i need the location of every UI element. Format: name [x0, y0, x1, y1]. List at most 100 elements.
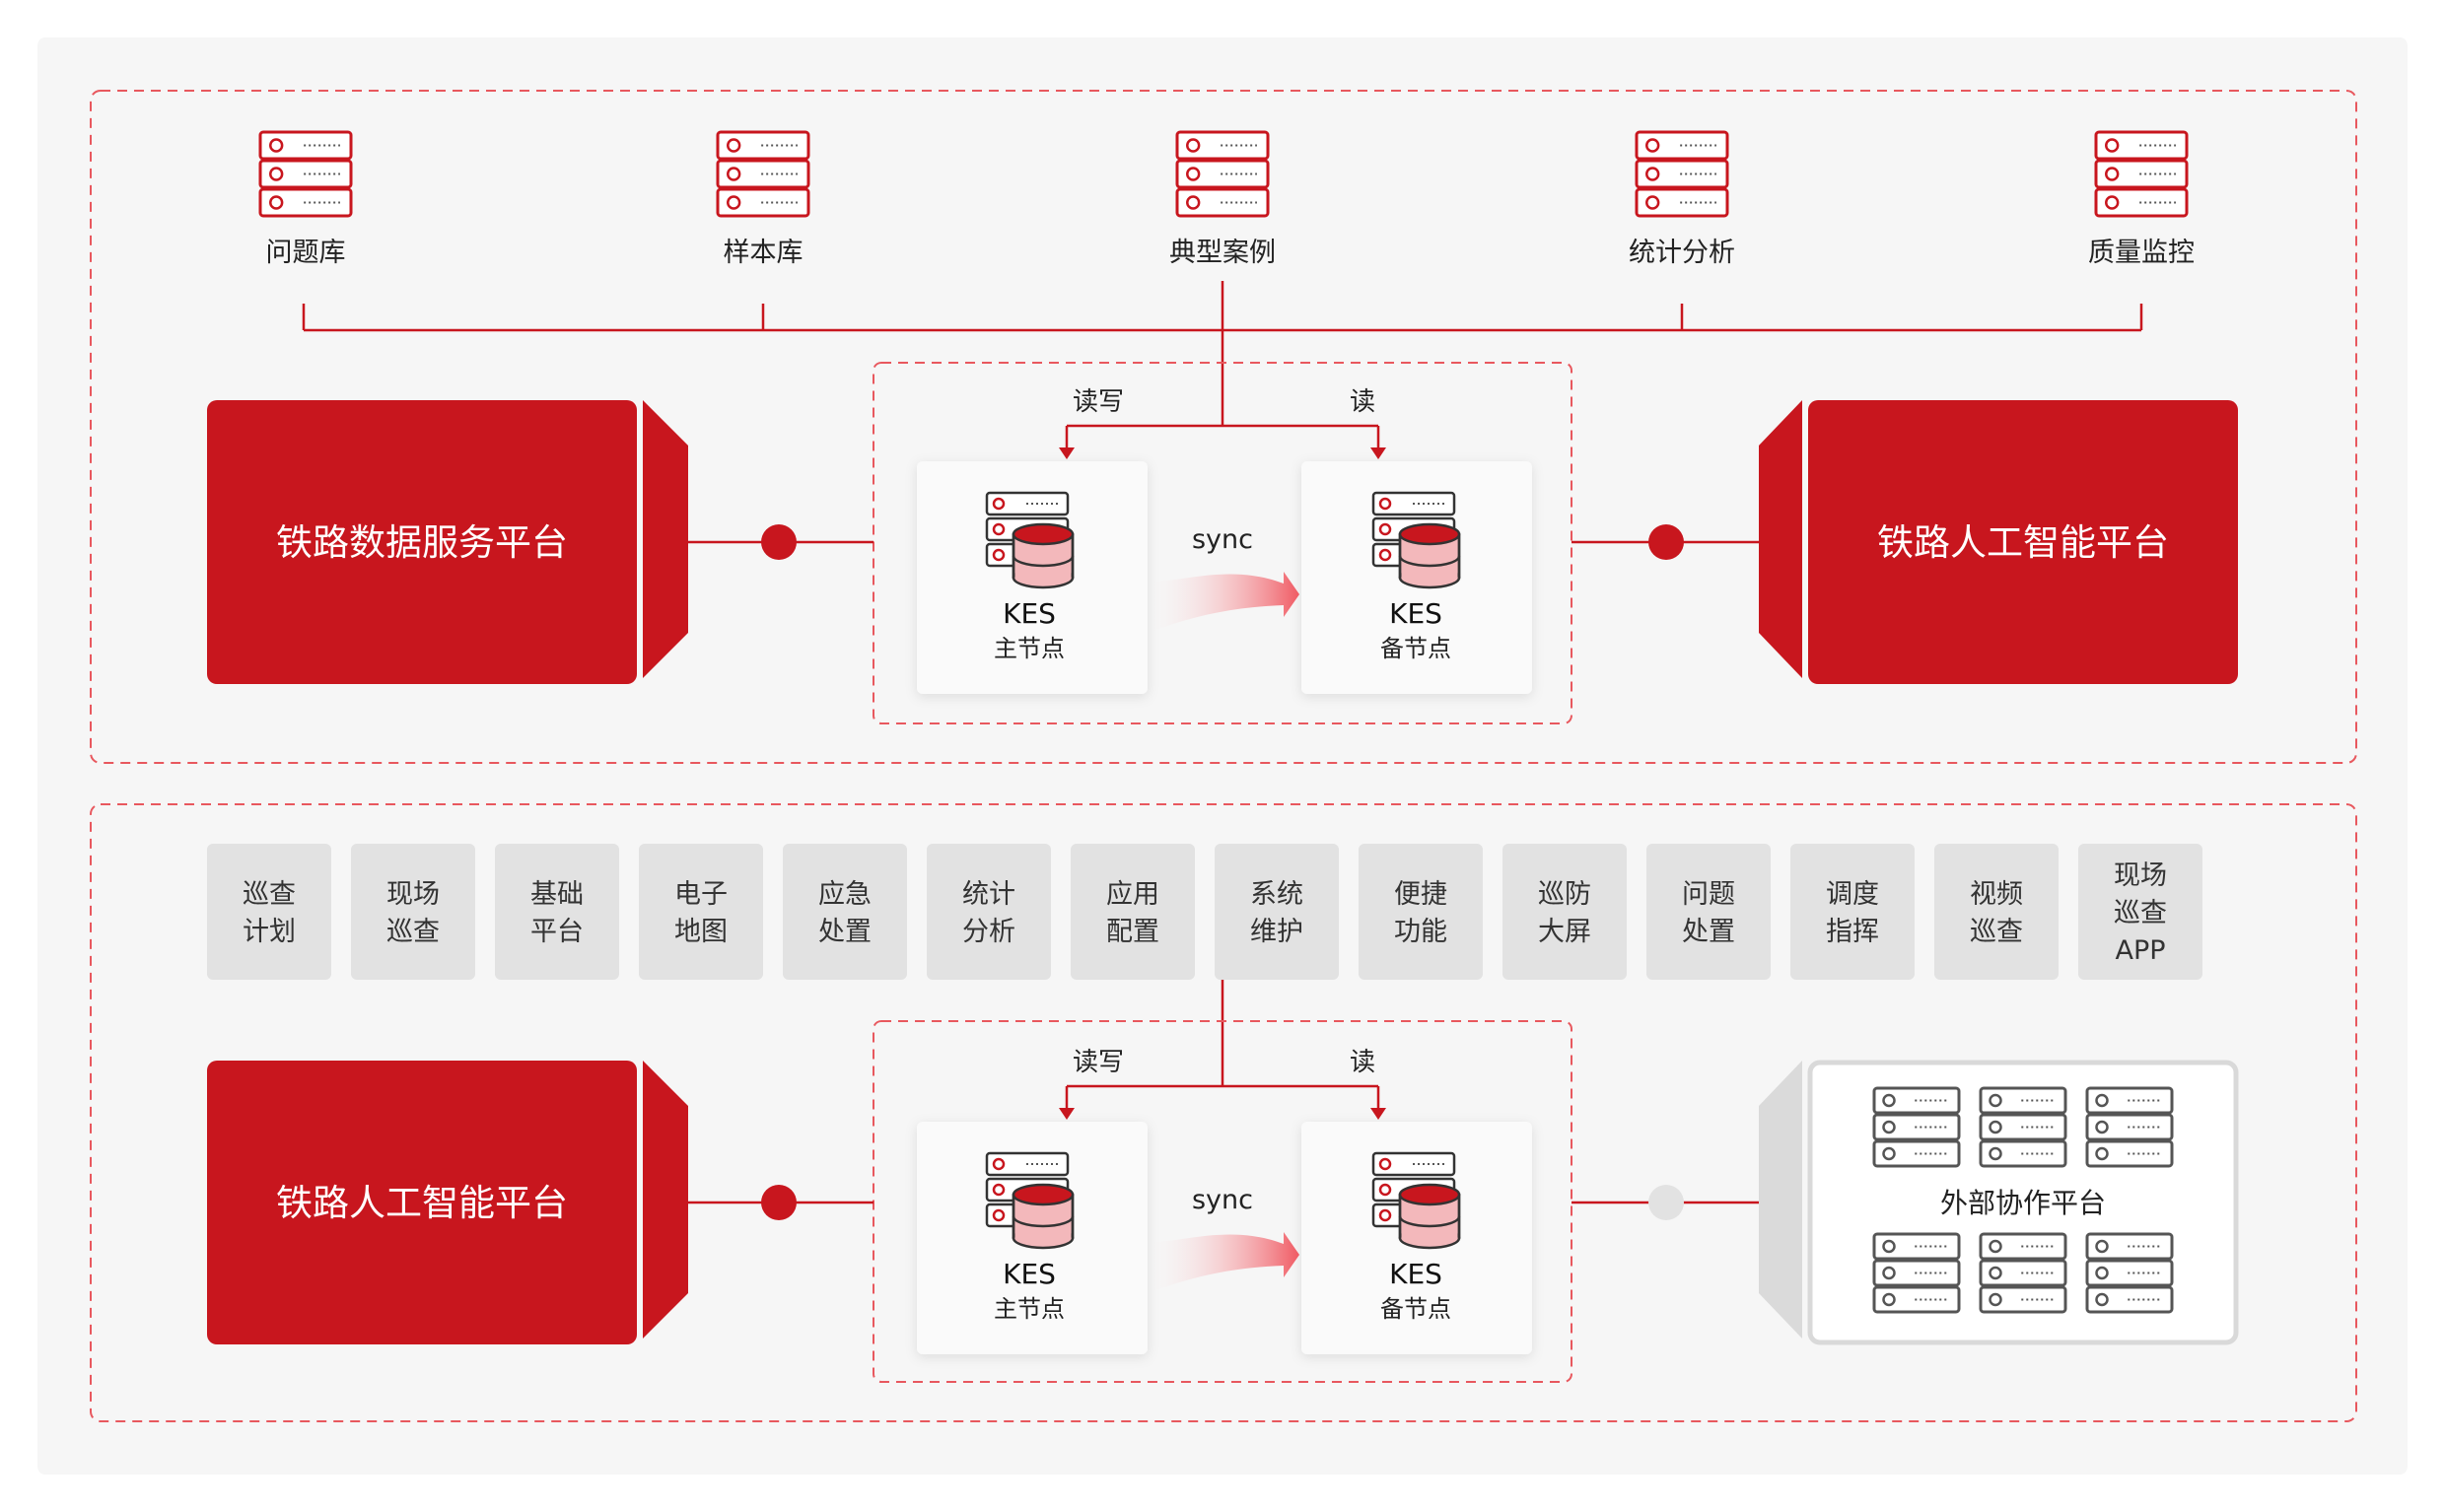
module-sample-bank[interactable]	[716, 130, 810, 218]
data-service-platform[interactable]: 铁路数据服务平台	[207, 400, 688, 684]
right-connector-bottom	[1572, 1185, 1759, 1220]
function-tile-label: 巡查	[386, 917, 440, 947]
function-tile-label: 巡查	[2114, 898, 2167, 928]
ai-platform-bottom[interactable]: 铁路人工智能平台	[207, 1061, 688, 1344]
function-tile-label: 视频	[1970, 879, 2023, 910]
database-icon	[1371, 491, 1461, 589]
kes-primary-name: KES	[1003, 597, 1056, 630]
server-icon	[1175, 130, 1270, 218]
function-tile-label: 现场	[386, 879, 440, 910]
module-label: 质量监控	[2088, 238, 2195, 268]
read-label: 读	[1350, 387, 1375, 417]
bottom-bus	[1065, 980, 1380, 1110]
kes-standby-name: KES	[1389, 1258, 1442, 1290]
server-icon	[2085, 1086, 2174, 1168]
inactive-connector-dot	[1648, 1185, 1684, 1220]
function-tile-label: 调度	[1826, 879, 1879, 910]
function-tile-label: 电子	[674, 879, 728, 910]
kes-primary-name: KES	[1003, 1258, 1056, 1290]
function-tile-label: 巡查	[243, 879, 296, 910]
function-tile-label: 巡防	[1538, 879, 1591, 910]
function-tile-label: APP	[2115, 935, 2165, 966]
ai-platform-bottom-label: 铁路人工智能平台	[276, 1182, 568, 1224]
module-label: 统计分析	[1629, 238, 1735, 268]
external-platform-label: 外部协作平台	[1940, 1187, 2106, 1219]
function-tile-label: 便捷	[1394, 879, 1447, 910]
function-tile-label: 问题	[1682, 879, 1735, 910]
server-icon	[2085, 1232, 2174, 1314]
function-tile-label: 系统	[1250, 879, 1303, 910]
data-service-platform-label: 铁路数据服务平台	[276, 521, 568, 564]
kes-standby-name: KES	[1389, 597, 1442, 630]
read-write-label: 读写	[1073, 387, 1124, 417]
function-tile-label: 分析	[962, 917, 1015, 947]
function-tile-label: 维护	[1250, 917, 1303, 947]
function-tiles: 巡查计划现场巡查基础平台电子地图应急处置统计分析应用配置系统维护便捷功能巡防大屏…	[207, 844, 2202, 980]
server-icon	[258, 130, 353, 218]
server-icon	[1979, 1232, 2067, 1314]
external-server-icons	[1872, 1086, 2174, 1314]
read-write-label: 读写	[1073, 1048, 1124, 1077]
function-tile-label: 处置	[1682, 917, 1735, 947]
function-tile-label: 应用	[1106, 879, 1159, 910]
connector-dot	[761, 1185, 797, 1220]
kes-standby-role: 备节点	[1380, 1295, 1451, 1323]
sync-label: sync	[1192, 1185, 1253, 1215]
module-question-bank[interactable]	[258, 130, 353, 218]
server-icon	[1872, 1086, 1961, 1168]
server-icon	[716, 130, 810, 218]
function-tile-label: 应急	[818, 879, 872, 910]
module-label: 样本库	[724, 238, 803, 268]
ai-platform-top-label: 铁路人工智能平台	[1877, 521, 2169, 564]
kes-primary-role: 主节点	[994, 635, 1065, 662]
left-connector-top	[688, 524, 873, 560]
external-collaboration-platform[interactable]: 外部协作平台	[1759, 1060, 2239, 1345]
function-tile[interactable]: 统计分析	[927, 844, 1051, 980]
server-icon	[1979, 1086, 2067, 1168]
function-tile-label: 大屏	[1538, 917, 1591, 947]
database-icon	[985, 1151, 1075, 1250]
sync-arrow	[1153, 1232, 1299, 1291]
ai-platform-top[interactable]: 铁路人工智能平台	[1759, 400, 2238, 684]
module-typical-cases[interactable]	[1175, 130, 1270, 218]
module-bus	[302, 281, 2143, 426]
sync-arrow	[1153, 572, 1299, 631]
left-connector-bottom	[688, 1185, 873, 1220]
function-tile-label: 现场	[2114, 860, 2167, 891]
function-tile-label: 基础	[530, 879, 584, 910]
top-section-frame	[90, 90, 2357, 764]
function-tile-label: 巡查	[1970, 917, 2023, 947]
database-icon	[985, 491, 1075, 589]
function-tile-label: 处置	[818, 917, 872, 947]
module-quality-monitor[interactable]	[2094, 130, 2189, 218]
kes-primary-role: 主节点	[994, 1295, 1065, 1323]
kes-standby-role: 备节点	[1380, 635, 1451, 662]
function-tile-label: 计划	[243, 917, 296, 947]
function-tile-label: 配置	[1106, 917, 1159, 947]
function-tile-label: 指挥	[1826, 917, 1879, 947]
function-tile-label: 统计	[962, 879, 1015, 910]
right-connector-top	[1572, 524, 1759, 560]
module-label: 典型案例	[1169, 238, 1276, 268]
bottom-db-cluster: 读写 读 KES 主节点 KES 备节点 sync	[873, 1020, 1572, 1383]
database-icon	[1371, 1151, 1461, 1250]
module-statistics[interactable]	[1635, 130, 1729, 218]
server-icon	[1635, 130, 1729, 218]
module-label: 问题库	[266, 238, 346, 268]
function-tile-label: 平台	[530, 917, 584, 947]
connector-dot	[1648, 524, 1684, 560]
